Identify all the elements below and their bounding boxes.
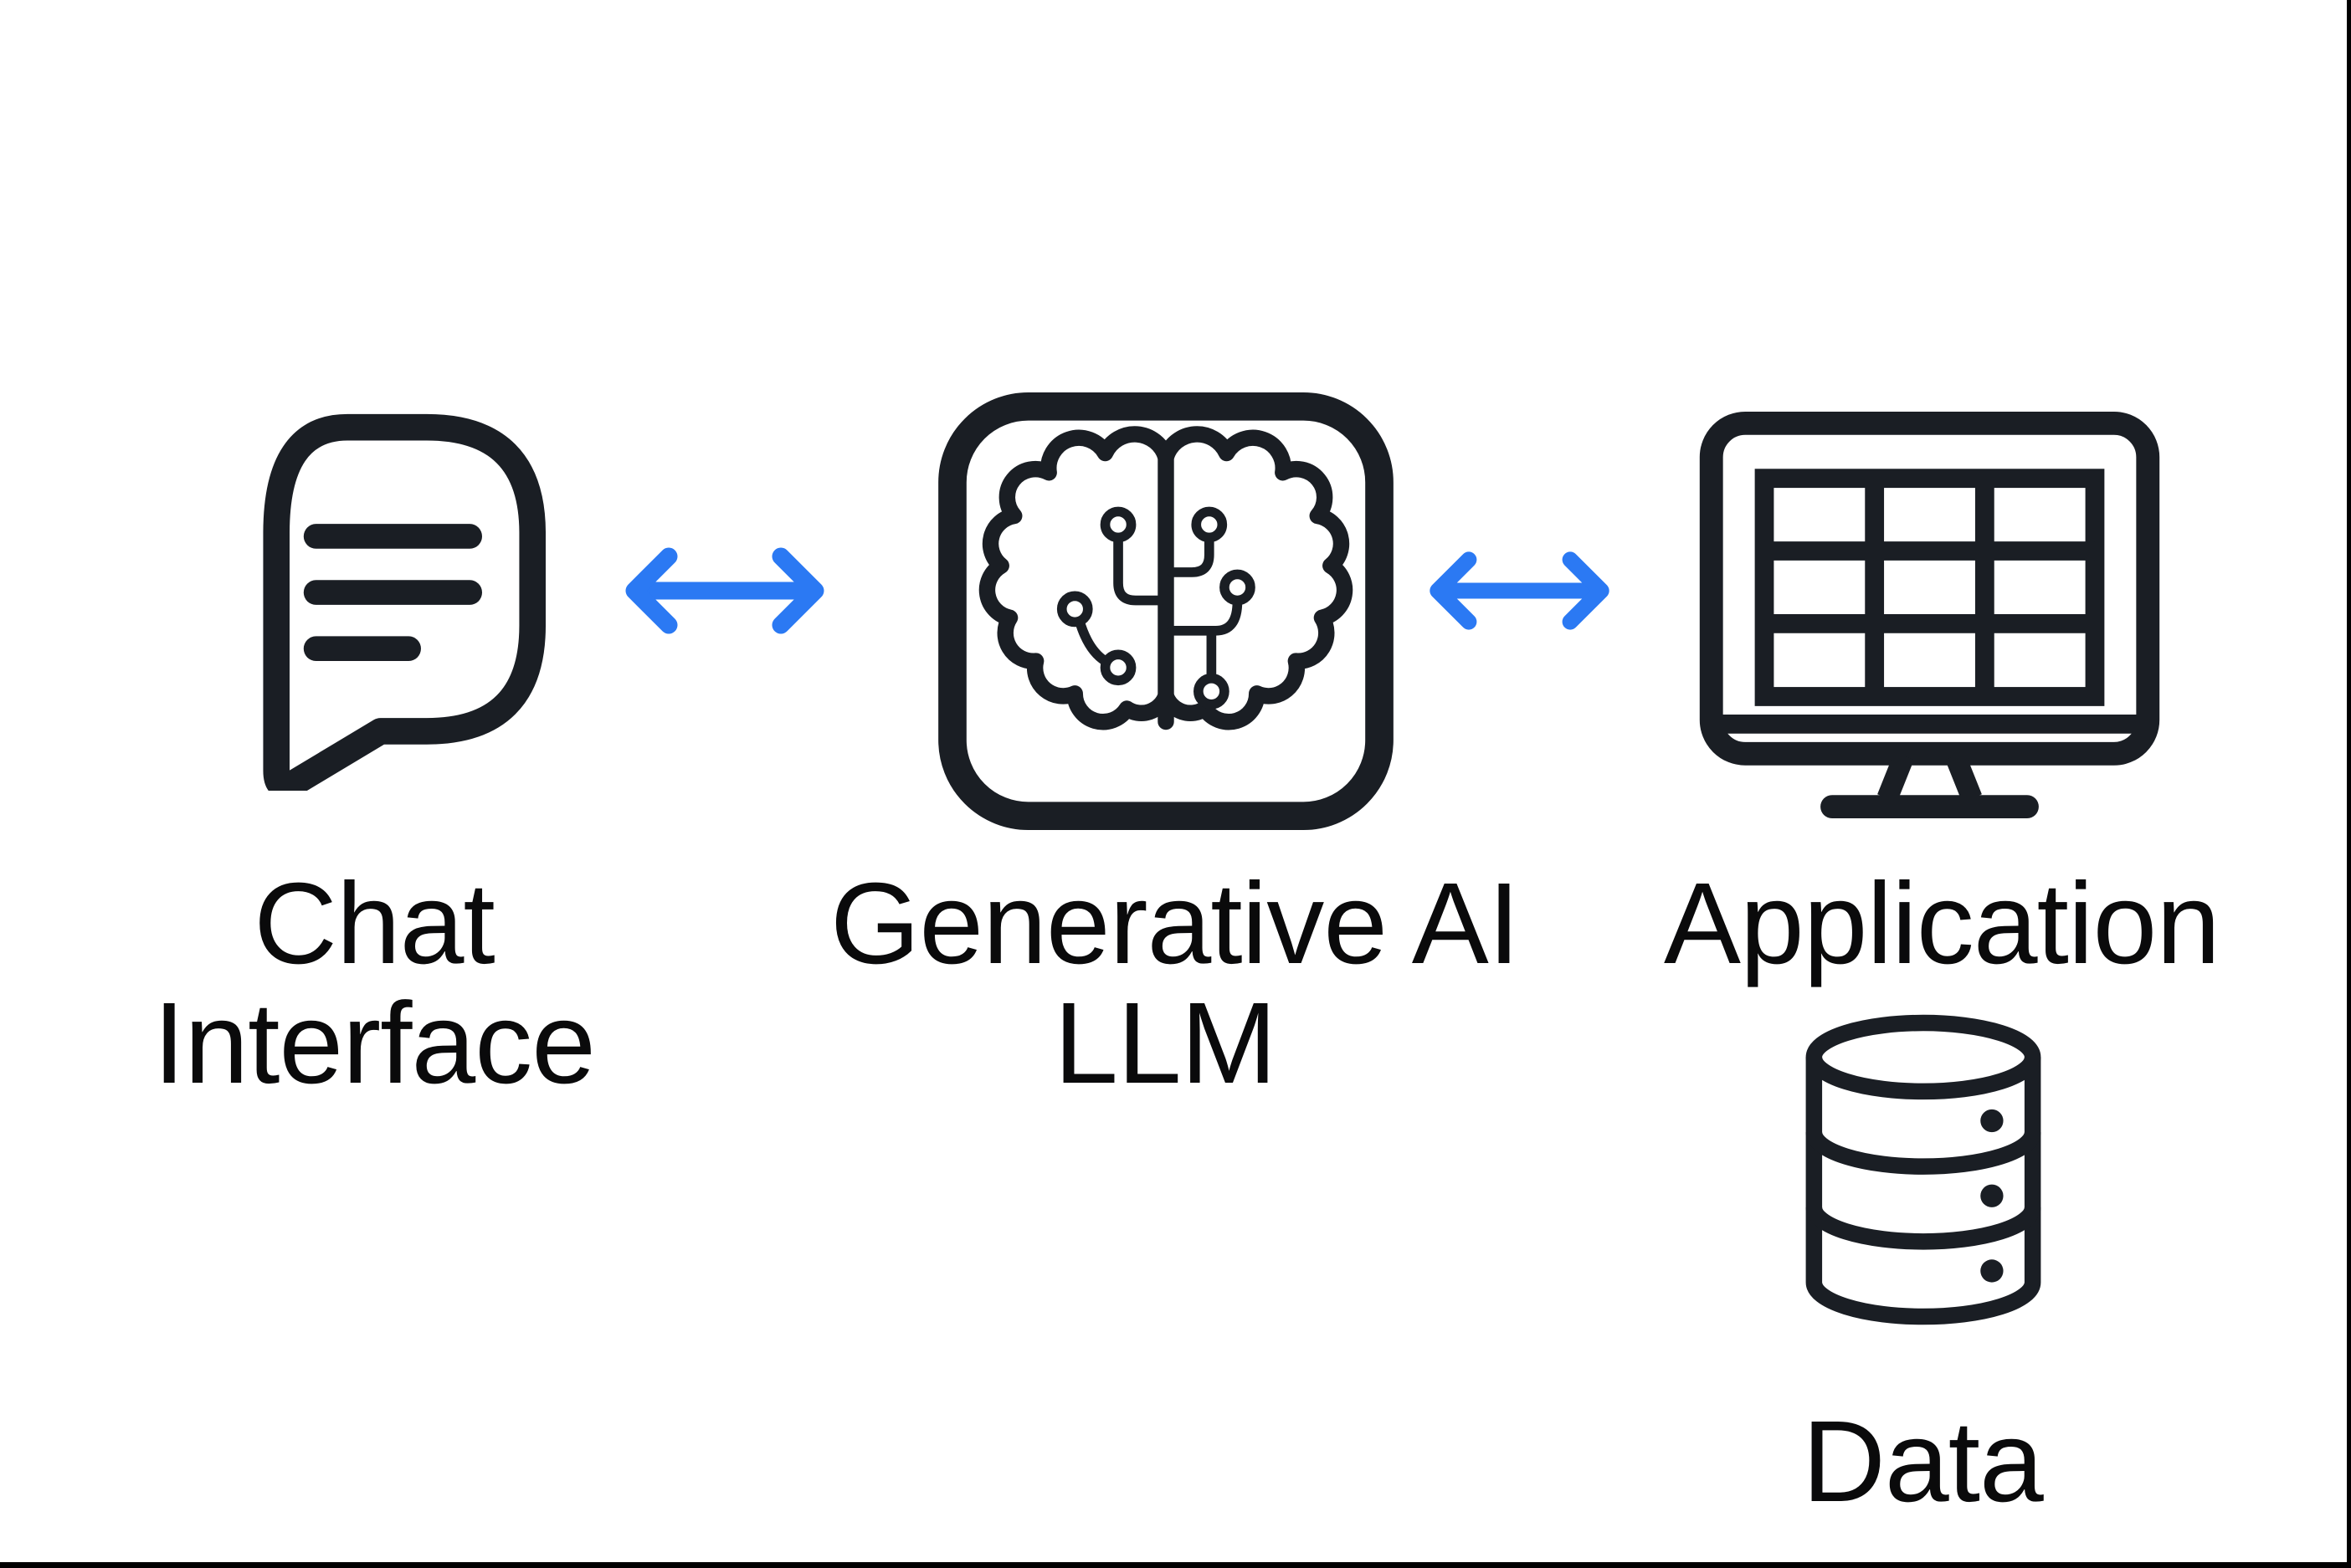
label-line: Application [1663, 859, 2220, 988]
label-line: Data [1802, 1397, 2044, 1526]
image-edge-artifact-right [2347, 0, 2351, 1568]
ai-brain-icon [938, 392, 1394, 830]
bidirectional-arrow-icon [615, 540, 834, 642]
label-application: Application [1607, 864, 2277, 984]
label-line: Generative AI [830, 859, 1520, 988]
bidirectional-arrow-icon [1420, 542, 1619, 639]
label-line: Chat [254, 859, 495, 988]
label-line: LLM [1054, 979, 1276, 1108]
database-icon [1793, 1007, 2054, 1335]
label-line: Interface [153, 979, 596, 1108]
image-edge-artifact-bottom [0, 1562, 2351, 1568]
label-chat-interface: Chat Interface [39, 864, 709, 1104]
label-data: Data [1671, 1402, 2174, 1522]
chat-bubble-icon [222, 407, 552, 791]
monitor-table-icon [1697, 408, 2163, 822]
label-generative-ai-llm: Generative AI LLM [830, 859, 1520, 1108]
